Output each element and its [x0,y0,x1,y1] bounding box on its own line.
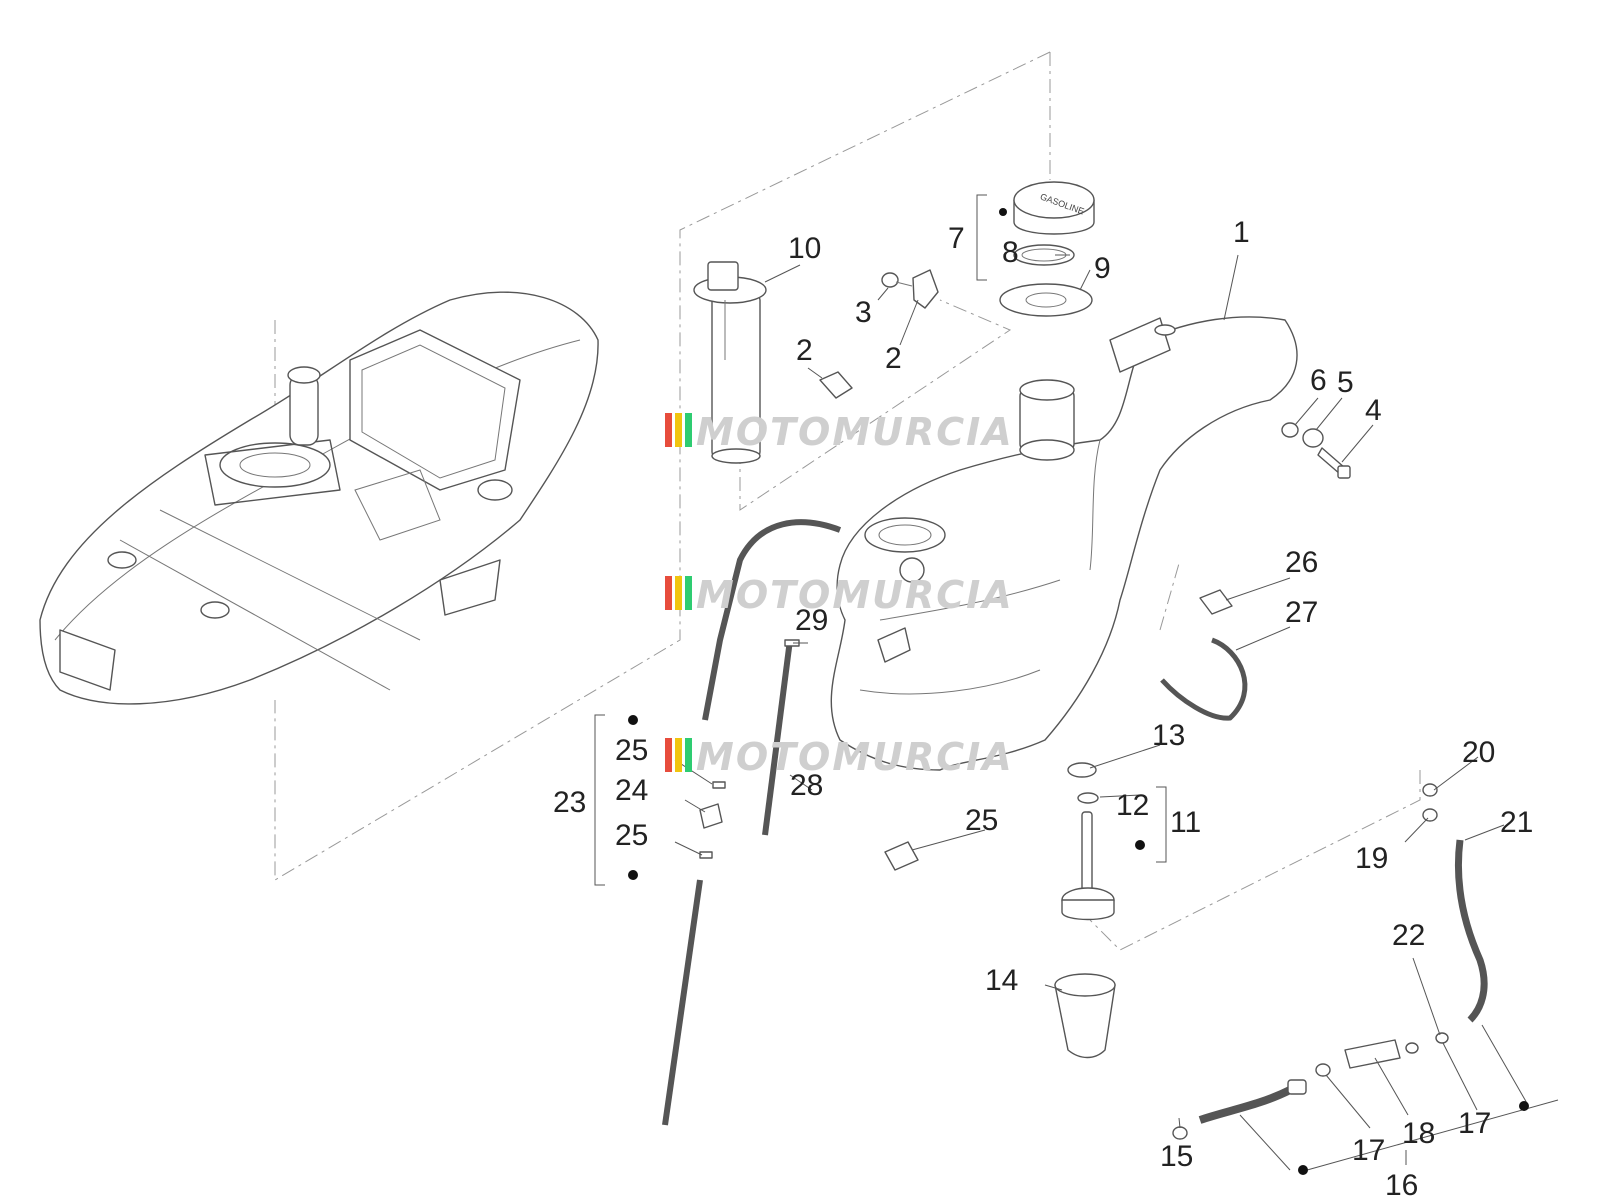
vent-hose-assembly [662,519,842,1126]
fuel-level-sender [693,261,767,464]
callout-25-lower: 25 [615,819,648,852]
callout-15: 15 [1160,1140,1193,1173]
clip-nut-upper [912,269,939,309]
callout-1: 1 [1233,216,1250,249]
callout-17-left: 17 [1352,1134,1385,1167]
callout-29: 29 [795,604,828,637]
fuel-feed-hose [1172,783,1488,1140]
cap-gasket [1013,244,1075,266]
callout-8: 8 [1002,236,1019,269]
callout-19: 19 [1355,842,1388,875]
callout-7: 7 [948,222,965,255]
callout-25-clip: 25 [965,804,998,837]
callout-21: 21 [1500,806,1533,839]
washer-small [1281,422,1299,438]
callout-10: 10 [788,232,821,265]
callout-28: 28 [790,769,823,802]
watermark-middle: MOTOMURCIA [665,573,1014,617]
callout-9: 9 [1094,252,1111,285]
callout-13: 13 [1152,719,1185,752]
washer-large [1302,428,1324,448]
watermark-text: MOTOMURCIA [696,410,1014,454]
callout-11: 11 [1170,806,1201,839]
fuel-filter-assembly [1061,811,1115,921]
callout-4: 4 [1365,394,1382,427]
callout-17-right: 17 [1458,1107,1491,1140]
callout-26: 26 [1285,546,1318,579]
watermark-text: MOTOMURCIA [696,735,1014,779]
watermark-bottom: MOTOMURCIA [665,735,1014,779]
callout-labels: 1 2 2 3 4 5 6 7 8 9 10 11 12 13 14 15 16… [553,216,1533,1200]
callout-27: 27 [1285,596,1318,629]
screw [881,272,913,288]
fuel-tank [830,316,1298,771]
callout-2-lower: 2 [796,334,813,367]
callout-6: 6 [1310,364,1327,397]
callout-3: 3 [855,296,872,329]
clip-nut-lower [819,371,853,399]
breather-tube [1160,637,1248,721]
callout-2-upper: 2 [885,342,902,375]
callout-16: 16 [1385,1169,1418,1200]
callout-20: 20 [1462,736,1495,769]
cap-ring [999,283,1093,317]
callout-18: 18 [1402,1117,1435,1150]
watermark-text: MOTOMURCIA [696,573,1014,617]
reference-dots [628,208,1529,1175]
callout-22: 22 [1392,919,1425,952]
callout-14: 14 [985,964,1018,997]
fuel-cap: GASOLINE [1013,181,1095,235]
callout-25-upper: 25 [615,734,648,767]
group-brackets [594,194,1559,1173]
callout-24: 24 [615,774,648,807]
callout-12: 12 [1116,789,1149,822]
watermark-top: MOTOMURCIA [665,410,1014,454]
hose-clip [1199,589,1233,615]
hose-clamp [1067,762,1097,778]
bolt [1317,447,1351,479]
pipe-clip [884,841,919,871]
filter-cup [1054,973,1116,1059]
callout-23: 23 [553,786,586,819]
o-ring [1077,792,1099,804]
leader-lines [674,254,1529,1171]
callout-5: 5 [1337,366,1354,399]
helmet-compartment [39,291,599,705]
